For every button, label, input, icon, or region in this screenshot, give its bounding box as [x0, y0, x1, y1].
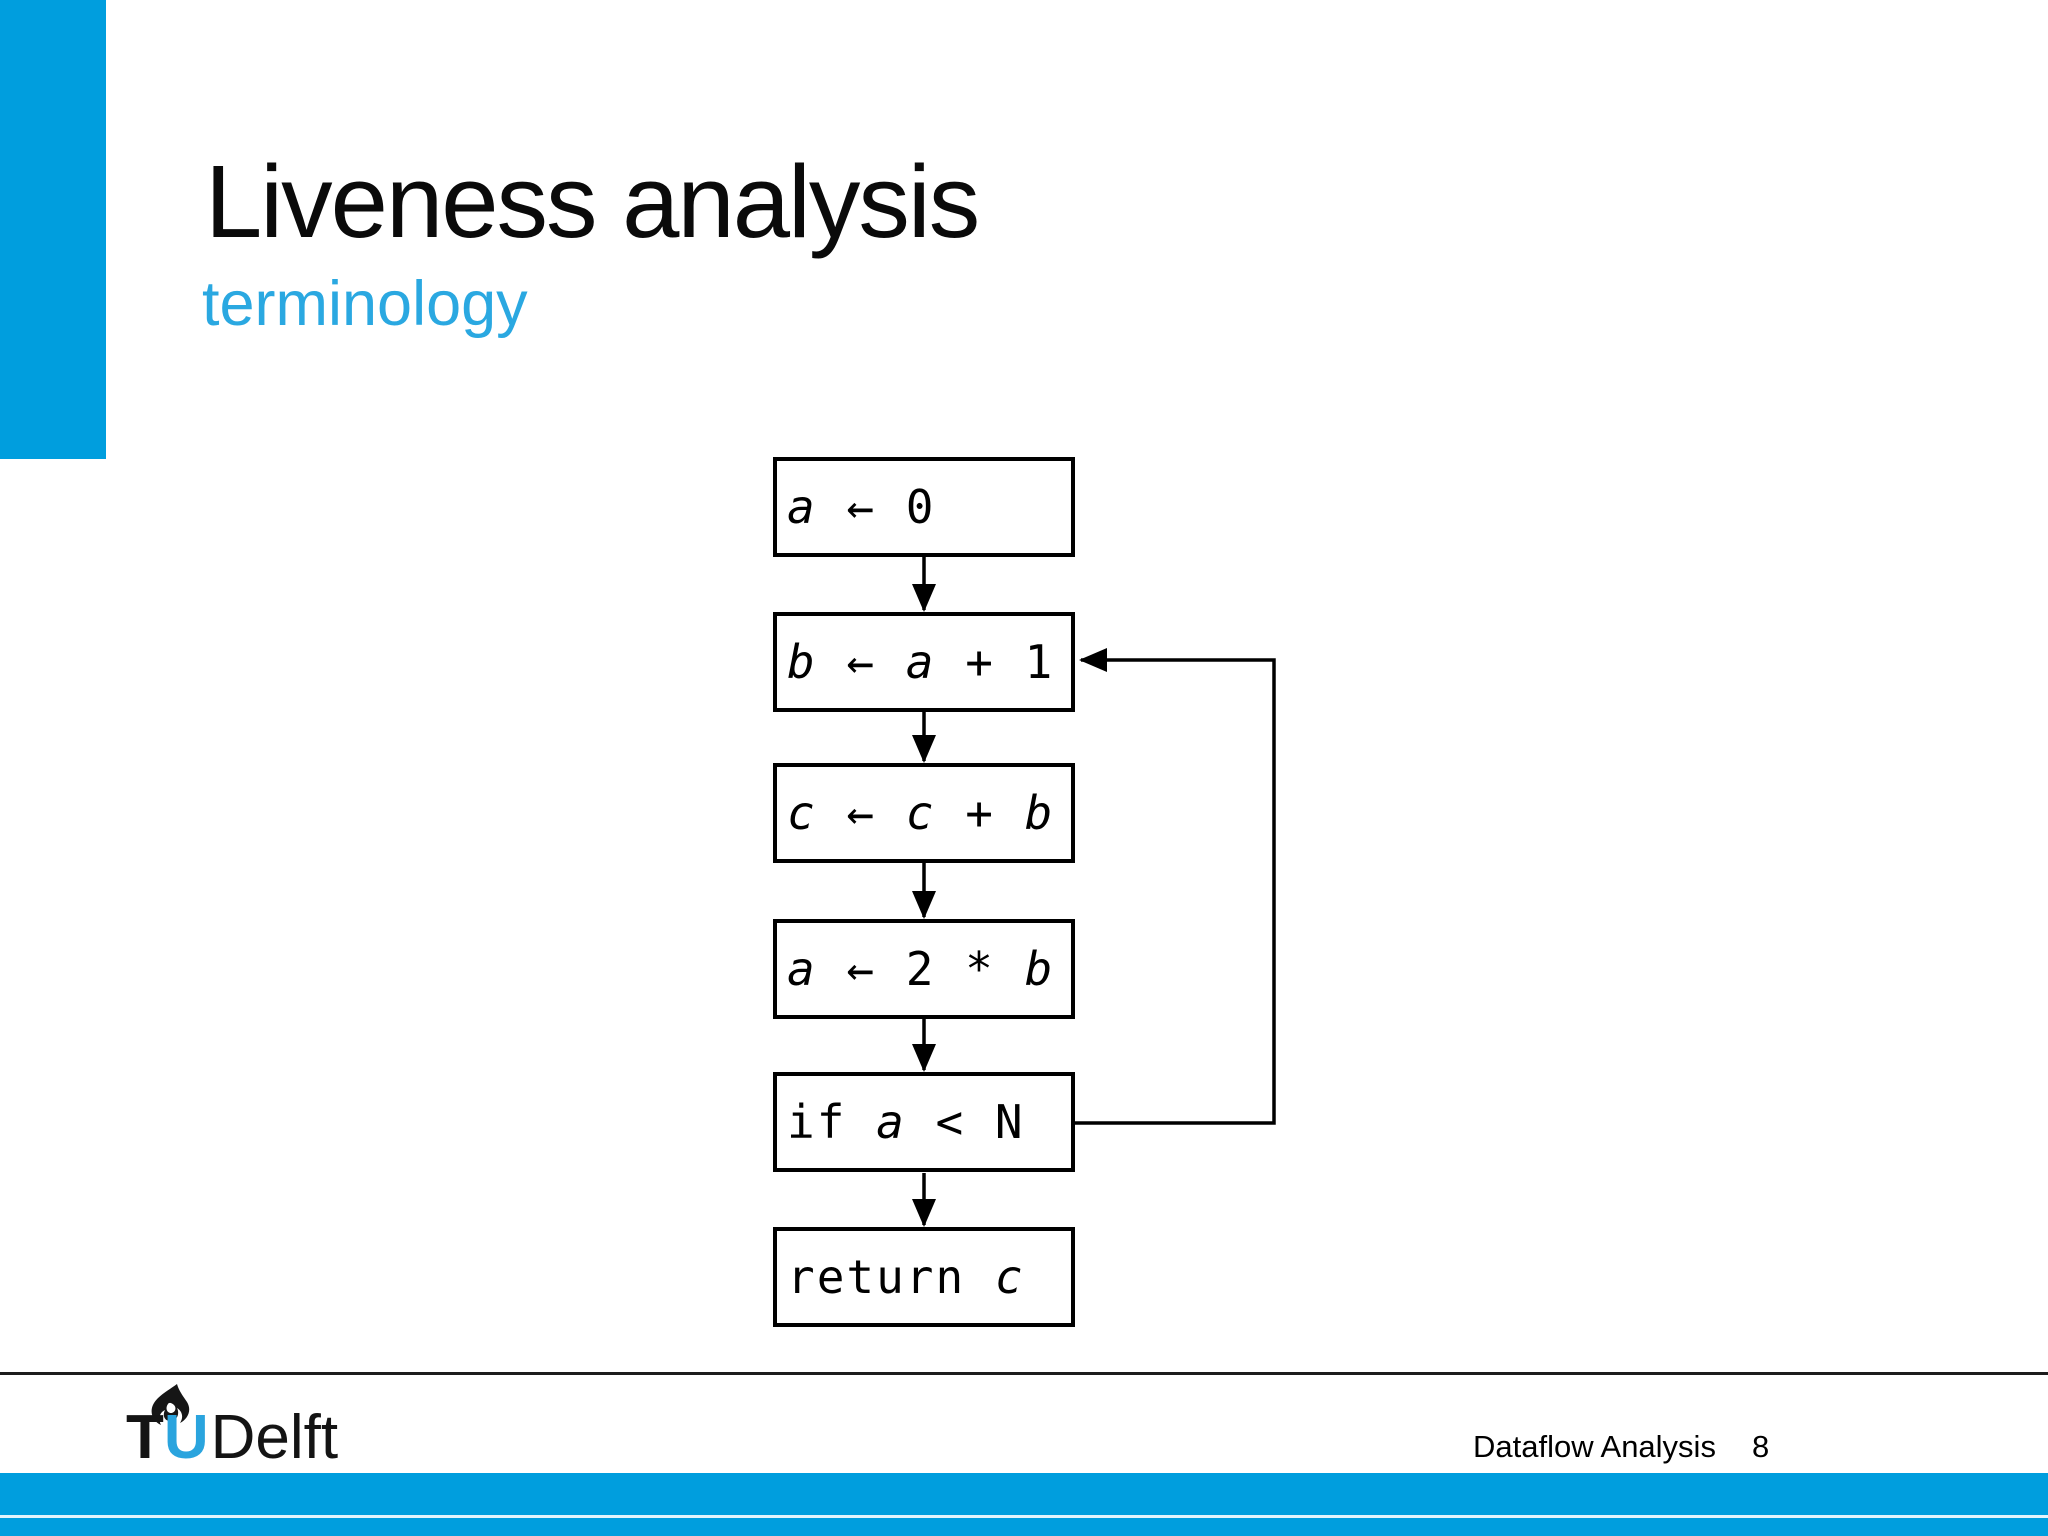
flow-node-label: if a < N: [787, 1095, 1025, 1149]
bottom-bar-separator-line: [0, 1515, 2048, 1518]
page-title: Liveness analysis: [205, 144, 980, 259]
edge-loop-back-if-to-b: [1075, 648, 1276, 1125]
logo-wordmark-delft: Delft: [210, 1403, 339, 1472]
flow-node-assign-a-0: a ← 0: [773, 457, 1075, 557]
footer-divider-line: [0, 1372, 2048, 1375]
page-subtitle: terminology: [202, 269, 528, 339]
flow-node-label: a ← 0: [787, 480, 936, 534]
flow-node-label: a ← 2 * b: [787, 942, 1055, 996]
flow-node-if-a-lt-n: if a < N: [773, 1072, 1075, 1172]
footer-course-title: Dataflow Analysis: [1473, 1429, 1716, 1464]
footer: Dataflow Analysis 8: [1473, 1431, 1769, 1462]
tudelft-logo: TUDelft: [126, 1407, 338, 1469]
flow-node-assign-c-c-plus-b: c ← c + b: [773, 763, 1075, 863]
flow-node-label: b ← a + 1: [787, 635, 1055, 689]
flow-node-return-c: return c: [773, 1227, 1075, 1327]
flow-node-label: c ← c + b: [787, 786, 1055, 840]
flow-node-label: return c: [787, 1250, 1025, 1304]
flow-node-assign-b-a-plus-1: b ← a + 1: [773, 612, 1075, 712]
flow-node-assign-a-2-times-b: a ← 2 * b: [773, 919, 1075, 1019]
bottom-accent-bar: [0, 1473, 2048, 1536]
footer-page-number: 8: [1751, 1429, 1770, 1464]
logo-letter-t: T: [126, 1403, 164, 1472]
tudelft-flame-icon: [151, 1384, 190, 1425]
left-accent-bar: [0, 0, 106, 459]
logo-letter-u: U: [163, 1403, 209, 1472]
